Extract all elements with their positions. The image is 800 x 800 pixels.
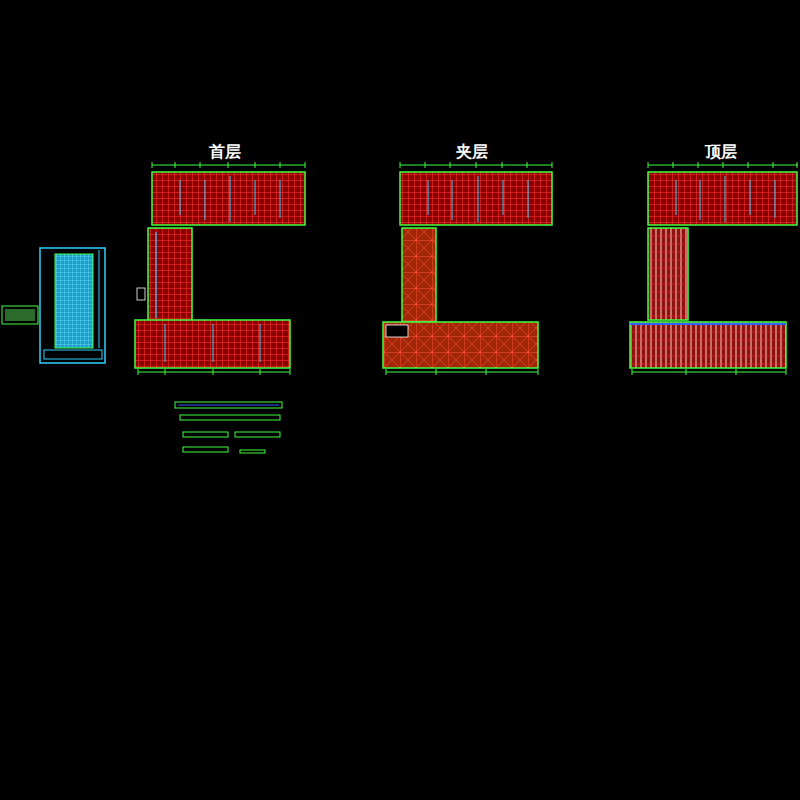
section-details bbox=[175, 402, 282, 453]
plan-title: 夹层 bbox=[456, 142, 488, 161]
plan-title: 顶层 bbox=[705, 142, 737, 161]
mezzanine-plan bbox=[383, 162, 552, 375]
top-floor-plan bbox=[630, 162, 798, 375]
sheet-thumbnail bbox=[2, 248, 105, 363]
plan-title: 首层 bbox=[209, 142, 241, 161]
ground-floor-plan bbox=[135, 162, 305, 375]
